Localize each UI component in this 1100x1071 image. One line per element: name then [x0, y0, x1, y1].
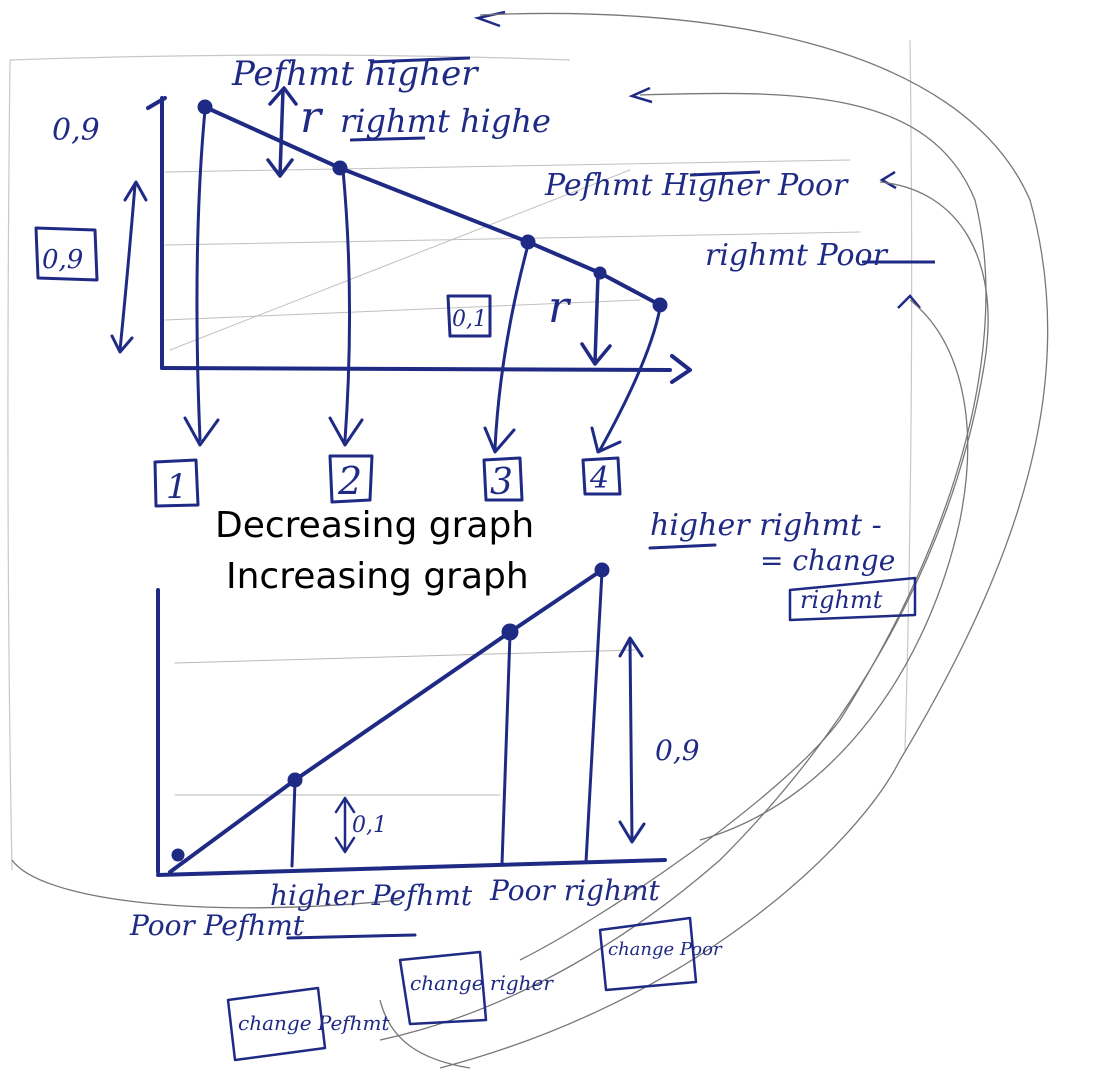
box-2-label: 2: [337, 459, 362, 503]
gap-label-r-top: r: [300, 92, 324, 143]
bottom-gridlines: [174, 649, 636, 796]
bottom-drop-3: [500, 632, 512, 866]
box-4: [581, 456, 622, 496]
bottom-small-gap-label: 0,1: [352, 813, 387, 838]
x-label-poor-righmt: Poor righmt: [489, 874, 661, 907]
top-y-axis-tick: [146, 96, 167, 110]
boxed-height-label: 0,9: [42, 245, 83, 275]
box-3-label: 3: [490, 462, 513, 503]
top-gap-arrow: [278, 88, 285, 177]
note-2-underline: [349, 136, 426, 142]
gap-label-r-bottom: r: [548, 282, 572, 333]
arrow-to-box-4: [598, 306, 662, 452]
right-note-box-label: righmt: [800, 586, 883, 614]
boxed-0-9: [34, 226, 99, 282]
underline-higher-right: [648, 543, 717, 550]
decreasing-graph: [34, 86, 861, 508]
box-3: [482, 456, 524, 502]
box-4-label: 4: [589, 461, 609, 496]
box-1: [153, 458, 200, 508]
box-1-label: 1: [166, 467, 188, 507]
bottom-drop-2: [290, 780, 297, 868]
arrow-to-box-1-head: [183, 416, 220, 447]
arrow-to-box-2-head: [328, 416, 364, 447]
right-note-line1: higher righmt -: [650, 508, 882, 543]
note-2: righmt highe: [340, 102, 551, 140]
arrow-to-box-1: [195, 108, 207, 442]
arrow-to-box-3: [493, 243, 530, 450]
increasing-graph-title: Increasing graph: [226, 556, 529, 597]
increasing-graph: [156, 543, 917, 1062]
bottom-big-gap-arrow: [628, 638, 634, 842]
bottom-right-gap-arrow: [593, 273, 600, 364]
right-note-line2: = change: [760, 544, 895, 577]
top-point-2: [332, 160, 348, 176]
boxed-small-label: 0,1: [452, 307, 487, 332]
bottom-drop-4: [584, 570, 604, 864]
bottom-x-axis: [156, 858, 667, 877]
connector-curves: [11, 12, 1049, 1069]
change-box-2-label: change righer: [410, 971, 554, 995]
top-point-4: [593, 266, 607, 280]
change-box-2: [398, 950, 488, 1026]
bottom-trend-line: [168, 568, 604, 874]
note-4: righmt Poor: [705, 238, 889, 273]
note-1-underline: [369, 56, 471, 64]
top-x-axis: [160, 366, 672, 372]
box-2: [328, 454, 374, 504]
change-box-right: [788, 576, 917, 622]
change-box-1-label: change Pefhmt: [238, 1011, 391, 1035]
x-label-poor-pefhmt: Poor Pefhmt: [129, 909, 305, 942]
change-box-3-label: change Poor: [608, 939, 723, 960]
paper-edges: [7, 39, 913, 871]
top-x-axis-arrow: [670, 354, 692, 384]
bottom-big-gap-label: 0,9: [655, 734, 700, 767]
top-left-double-arrow: [118, 183, 137, 352]
arrow-to-box-3-head: [483, 426, 516, 454]
decreasing-graph-title: Decreasing graph: [215, 505, 534, 546]
bottom-point-1: [171, 848, 185, 862]
underline-higher-pefhmt: [286, 933, 417, 940]
top-y-tick-label: 0,9: [52, 113, 100, 148]
note-3-strike: [689, 170, 761, 177]
change-box-1: [226, 986, 327, 1062]
change-box-3: [598, 916, 698, 992]
boxed-0-1: [446, 294, 492, 338]
x-label-higher-pefhmt: higher Pefhmt: [270, 879, 473, 912]
arrow-to-box-2: [341, 168, 352, 442]
arrow-to-box-4-head: [590, 426, 622, 454]
